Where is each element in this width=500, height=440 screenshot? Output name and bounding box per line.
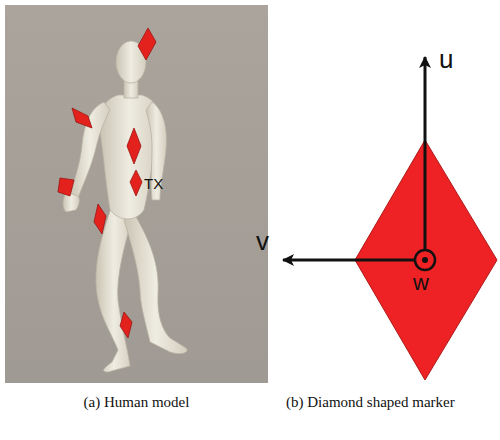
v-axis bbox=[283, 259, 414, 262]
axis-label: u bbox=[439, 44, 453, 75]
marker-label: TX bbox=[144, 175, 163, 193]
diamond-markers bbox=[58, 28, 156, 338]
w-axis-dot bbox=[422, 257, 428, 263]
subfigure-caption: (b) Diamond shaped marker bbox=[286, 393, 494, 411]
render-background bbox=[5, 5, 268, 383]
human-model bbox=[63, 41, 187, 372]
subfigure-caption: (a) Human model bbox=[5, 393, 268, 411]
w-axis-symbol bbox=[415, 250, 435, 270]
u-axis bbox=[424, 57, 427, 249]
axis-label: w bbox=[413, 270, 429, 296]
axis-label: v bbox=[256, 226, 269, 257]
